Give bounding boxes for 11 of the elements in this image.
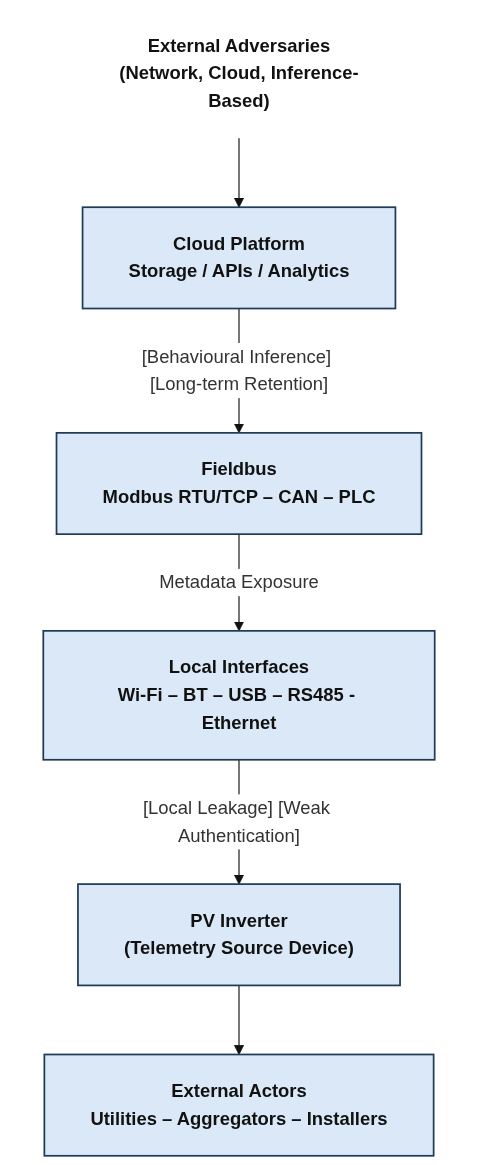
edge-label: [Behavioural Inference] [Long-term Retention] [141, 346, 332, 394]
arrow [233, 984, 245, 1055]
edge-label: Metadata Exposure [159, 572, 319, 592]
node-text: External Adversaries (Network, Cloud, Inference-Based) [119, 35, 359, 111]
node-box: External Actors Utilities – Aggregators – Installers [43, 1053, 435, 1157]
edge-label: [Local Leakage] [Weak Authentication] [142, 797, 330, 845]
node-box: Fieldbus Modbus RTU/TCP – CAN – PLC [55, 432, 423, 535]
arrow [233, 137, 245, 208]
node-box: Cloud Platform Storage / APIs / Analytics [81, 206, 397, 310]
node-box: Local Interfaces Wi-Fi – BT – USB – RS485 - Ethernet [42, 630, 436, 761]
node-box: PV Inverter (Telemetry Source Device) [77, 883, 401, 987]
